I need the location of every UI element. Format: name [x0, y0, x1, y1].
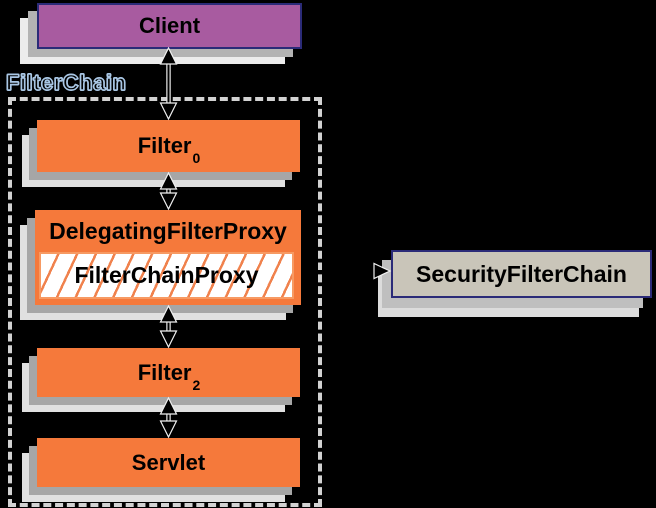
node-security-filter-chain: SecurityFilterChain	[391, 250, 652, 298]
node-filter-chain-proxy-label: FilterChainProxy	[74, 262, 259, 288]
node-client-label: Client	[138, 13, 201, 38]
node-filter0: Filter0	[37, 120, 300, 172]
filterchain-group-boundary	[8, 97, 322, 507]
node-servlet-label: Servlet	[131, 449, 206, 475]
node-filter2: Filter2	[37, 348, 300, 397]
node-filter2-subscript: 2	[192, 376, 201, 393]
node-delegating-filter-proxy-label: DelegatingFilterProxy	[49, 217, 287, 244]
node-delegating-filter-proxy: DelegatingFilterProxy FilterChainProxy	[35, 210, 301, 305]
node-filter-chain-proxy: FilterChainProxy	[39, 252, 294, 299]
node-filter2-label: Filter2	[137, 359, 201, 393]
filterchain-group-label: FilterChain	[5, 69, 127, 95]
arrowhead-right-icon	[373, 262, 392, 280]
arrowhead-up-icon	[159, 46, 178, 65]
node-filter0-subscript: 0	[192, 150, 201, 167]
node-client: Client	[37, 3, 302, 49]
node-servlet: Servlet	[37, 438, 300, 487]
node-filter0-label: Filter0	[137, 133, 201, 167]
node-security-filter-chain-label: SecurityFilterChain	[416, 260, 627, 287]
